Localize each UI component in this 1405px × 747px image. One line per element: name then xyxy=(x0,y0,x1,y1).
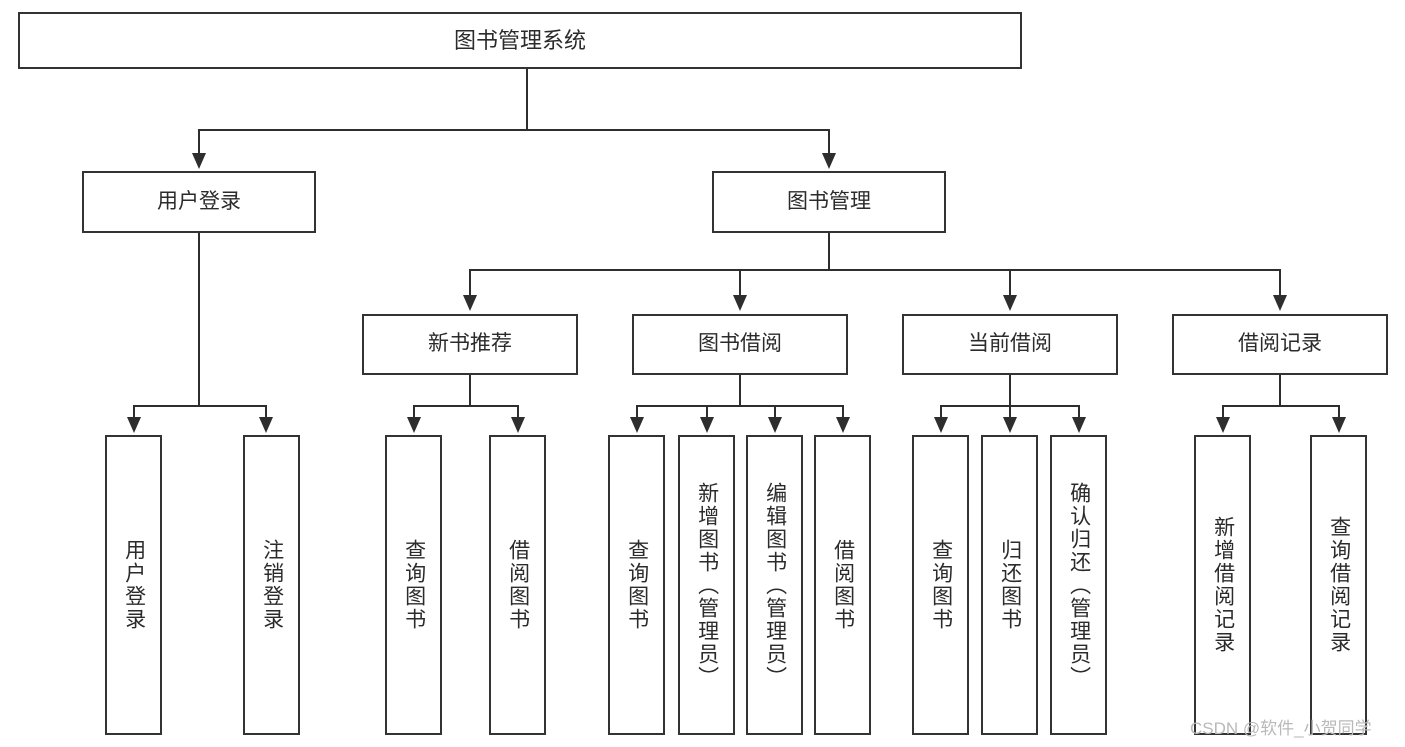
connector-bb-to-leaf-4 xyxy=(842,405,844,419)
arrowhead-bb-to-leaf-4 xyxy=(836,417,850,433)
connector-new-book-to-leaf-2 xyxy=(517,405,519,419)
arrowhead-bm-to-new-book xyxy=(463,295,477,311)
connector-current-borrow-stem xyxy=(1009,375,1011,405)
connector-new-book-stem xyxy=(469,375,471,405)
leaf-label: 借阅图书 xyxy=(506,539,530,631)
leaf-label: 查询借阅记录 xyxy=(1327,516,1351,654)
connector-bm-to-new-book xyxy=(469,269,471,297)
leaf-confirm-return-admin[interactable]: 确认归还（管理员） xyxy=(1050,435,1107,735)
node-book-borrow[interactable]: 图书借阅 xyxy=(632,314,848,375)
leaf-return-book[interactable]: 归还图书 xyxy=(981,435,1038,735)
node-borrow-record[interactable]: 借阅记录 xyxy=(1172,314,1388,375)
leaf-borrow-book-recommend[interactable]: 借阅图书 xyxy=(489,435,546,735)
connector-borrow-record-bus xyxy=(1222,405,1338,407)
connector-bm-to-book-borrow xyxy=(739,269,741,297)
arrowhead-bm-to-current-borrow xyxy=(1003,295,1017,311)
arrowhead-bm-to-book-borrow xyxy=(733,295,747,311)
connector-bm-to-borrow-record xyxy=(1279,269,1281,297)
leaf-label: 注销登录 xyxy=(260,539,284,631)
arrowhead-user-login-to-leaf-1 xyxy=(127,417,141,433)
node-label: 当前借阅 xyxy=(968,332,1052,356)
arrowhead-bm-to-borrow-record xyxy=(1273,295,1287,311)
arrowhead-bb-to-leaf-1 xyxy=(630,417,644,433)
leaf-query-book-borrow[interactable]: 查询图书 xyxy=(608,435,665,735)
connector-root-to-user-login xyxy=(198,129,200,155)
leaf-query-borrow-record[interactable]: 查询借阅记录 xyxy=(1310,435,1367,735)
arrowhead-new-book-to-leaf-2 xyxy=(511,417,525,433)
arrowhead-root-to-user-login xyxy=(192,153,206,169)
leaf-label: 确认归还（管理员） xyxy=(1067,481,1091,689)
connector-br-to-leaf-2 xyxy=(1338,405,1340,419)
connector-user-login-to-leaf-2 xyxy=(265,405,267,419)
connector-cb-to-leaf-3 xyxy=(1078,405,1080,419)
node-label: 图书管理 xyxy=(787,189,871,213)
leaf-label: 归还图书 xyxy=(998,539,1022,631)
connector-user-login-to-leaf-1 xyxy=(133,405,135,419)
leaf-label: 新增借阅记录 xyxy=(1211,516,1235,654)
arrowhead-user-login-to-leaf-2 xyxy=(259,417,273,433)
leaf-label: 查询图书 xyxy=(402,539,426,631)
leaf-edit-book-admin[interactable]: 编辑图书（管理员） xyxy=(746,435,803,735)
connector-book-borrow-bus xyxy=(636,405,842,407)
node-book-management[interactable]: 图书管理 xyxy=(712,171,946,233)
connector-bb-to-leaf-1 xyxy=(636,405,638,419)
leaf-label: 新增图书（管理员） xyxy=(695,481,719,689)
connector-root-stem xyxy=(526,69,528,129)
node-new-book-recommend[interactable]: 新书推荐 xyxy=(362,314,578,375)
connector-cb-to-leaf-2 xyxy=(1009,405,1011,419)
connector-user-login-stem xyxy=(198,233,200,405)
leaf-label: 查询图书 xyxy=(929,539,953,631)
node-label: 图书借阅 xyxy=(698,332,782,356)
connector-bb-to-leaf-3 xyxy=(774,405,776,419)
leaf-label: 用户登录 xyxy=(122,539,146,631)
arrowhead-cb-to-leaf-1 xyxy=(934,417,948,433)
arrowhead-br-to-leaf-2 xyxy=(1332,417,1346,433)
arrowhead-bb-to-leaf-3 xyxy=(768,417,782,433)
connector-root-to-book-management xyxy=(828,129,830,155)
connector-borrow-record-stem xyxy=(1279,375,1281,405)
connector-bm-to-current-borrow xyxy=(1009,269,1011,297)
leaf-add-borrow-record[interactable]: 新增借阅记录 xyxy=(1194,435,1251,735)
connector-new-book-bus xyxy=(413,405,517,407)
connector-br-to-leaf-1 xyxy=(1222,405,1224,419)
connector-cb-to-leaf-1 xyxy=(940,405,942,419)
leaf-query-book-recommend[interactable]: 查询图书 xyxy=(385,435,442,735)
arrowhead-new-book-to-leaf-1 xyxy=(407,417,421,433)
arrowhead-cb-to-leaf-2 xyxy=(1003,417,1017,433)
node-label: 图书管理系统 xyxy=(453,27,586,53)
node-label: 借阅记录 xyxy=(1238,332,1322,356)
connector-book-management-bus xyxy=(469,269,1280,271)
connector-root-bus xyxy=(198,129,830,131)
leaf-add-book-admin[interactable]: 新增图书（管理员） xyxy=(678,435,735,735)
leaf-query-book-current[interactable]: 查询图书 xyxy=(912,435,969,735)
leaf-user-login[interactable]: 用户登录 xyxy=(105,435,162,735)
connector-user-login-bus xyxy=(133,405,265,407)
arrowhead-root-to-book-management xyxy=(822,153,836,169)
connector-bb-to-leaf-2 xyxy=(706,405,708,419)
node-label: 新书推荐 xyxy=(428,332,512,356)
connector-book-borrow-stem xyxy=(739,375,741,405)
node-root-book-management-system[interactable]: 图书管理系统 xyxy=(18,12,1022,69)
arrowhead-bb-to-leaf-2 xyxy=(700,417,714,433)
connector-new-book-to-leaf-1 xyxy=(413,405,415,419)
node-current-borrow[interactable]: 当前借阅 xyxy=(902,314,1118,375)
arrowhead-cb-to-leaf-3 xyxy=(1072,417,1086,433)
leaf-label: 编辑图书（管理员） xyxy=(763,481,787,689)
connector-book-management-stem xyxy=(828,233,830,269)
node-label: 用户登录 xyxy=(157,189,241,213)
leaf-user-logout[interactable]: 注销登录 xyxy=(243,435,300,735)
arrowhead-br-to-leaf-1 xyxy=(1216,417,1230,433)
node-user-login[interactable]: 用户登录 xyxy=(82,171,316,233)
leaf-borrow-book[interactable]: 借阅图书 xyxy=(814,435,871,735)
leaf-label: 借阅图书 xyxy=(831,539,855,631)
leaf-label: 查询图书 xyxy=(625,539,649,631)
